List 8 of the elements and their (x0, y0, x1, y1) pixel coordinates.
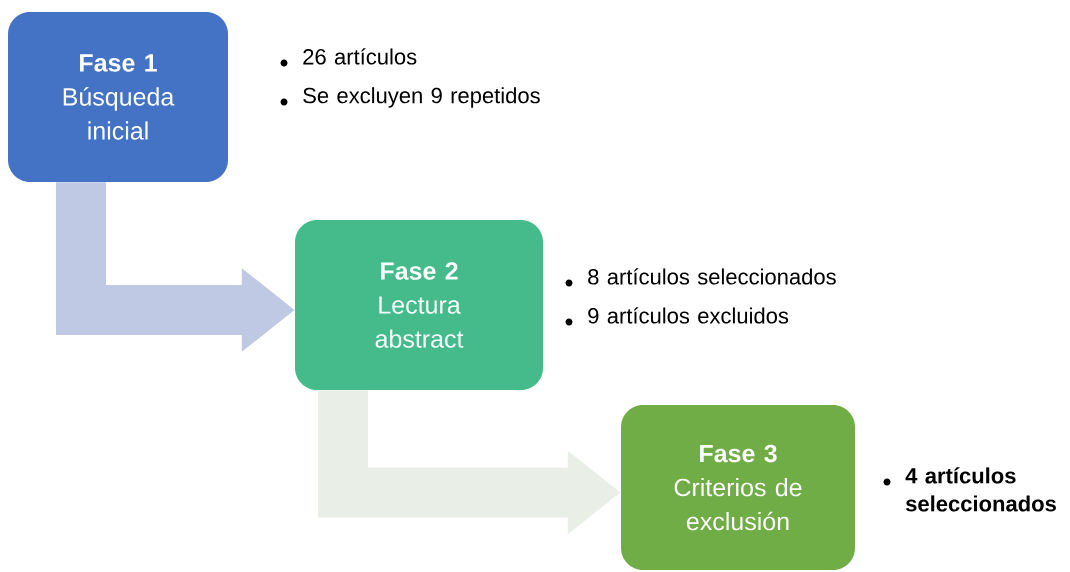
phase-box: Fase 1 Búsqueda inicial (8, 12, 228, 182)
bullet-text: 9 artículos excluidos (588, 307, 789, 324)
phase-box: Fase 2 Lectura abstract (295, 220, 543, 390)
bullet-text: Se excluyen 9 repetidos (303, 87, 540, 108)
bullet-text: 8 artículos seleccionados (588, 268, 836, 285)
phase-box: Fase 3 Criterios de exclusión (621, 405, 855, 570)
bullet-text: 4 artículos seleccionados (905, 467, 1056, 512)
bullet-text: 26 artículos (303, 48, 417, 65)
